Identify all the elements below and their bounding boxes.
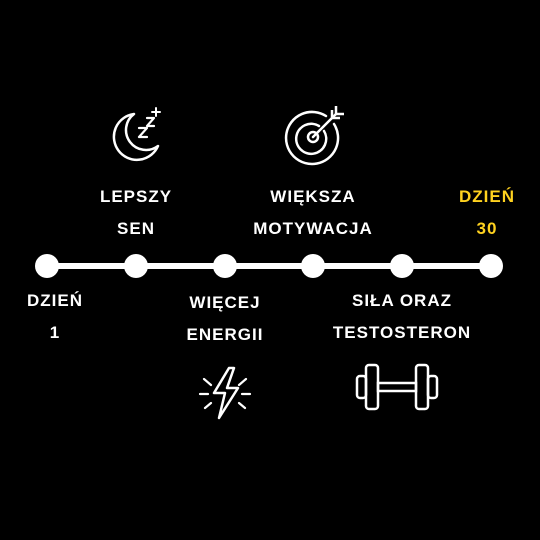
milestone-line2: ENERGII bbox=[186, 325, 264, 344]
start-label: DZIEŃ 1 bbox=[0, 285, 110, 349]
milestone-label-better-sleep: LEPSZY SEN bbox=[81, 181, 191, 245]
milestone-line1: WIĘCEJ bbox=[189, 293, 261, 312]
milestone-line2: MOTYWACJA bbox=[253, 219, 373, 238]
timeline-dot-day-1 bbox=[35, 254, 59, 278]
start-label-line2: 1 bbox=[49, 323, 61, 342]
timeline-dot-better-sleep bbox=[124, 254, 148, 278]
milestone-line1: WIĘKSZA bbox=[270, 187, 356, 206]
timeline-dot-strength bbox=[390, 254, 414, 278]
end-label: DZIEŃ 30 bbox=[432, 181, 540, 245]
milestone-line1: LEPSZY bbox=[99, 187, 173, 206]
milestone-label-more-motivation: WIĘKSZA MOTYWACJA bbox=[228, 181, 398, 245]
milestone-label-more-energy: WIĘCEJ ENERGII bbox=[160, 287, 290, 351]
dumbbell-icon bbox=[355, 363, 439, 411]
milestone-label-strength: SIŁA ORAZ TESTOSTERON bbox=[312, 285, 492, 349]
milestone-line1: SIŁA ORAZ bbox=[352, 291, 452, 310]
start-label-line1: DZIEŃ bbox=[27, 291, 83, 310]
timeline-dot-day-30 bbox=[479, 254, 503, 278]
end-label-line2: 30 bbox=[476, 219, 498, 238]
end-label-line1: DZIEŃ bbox=[459, 187, 515, 206]
timeline-dot-more-energy bbox=[213, 254, 237, 278]
milestone-line2: TESTOSTERON bbox=[332, 323, 472, 342]
milestone-line2: SEN bbox=[117, 219, 155, 238]
target-arrow-icon bbox=[284, 106, 344, 166]
lightning-icon bbox=[198, 366, 252, 420]
moon-sleep-icon bbox=[112, 107, 161, 162]
timeline-dot-more-motivation bbox=[301, 254, 325, 278]
